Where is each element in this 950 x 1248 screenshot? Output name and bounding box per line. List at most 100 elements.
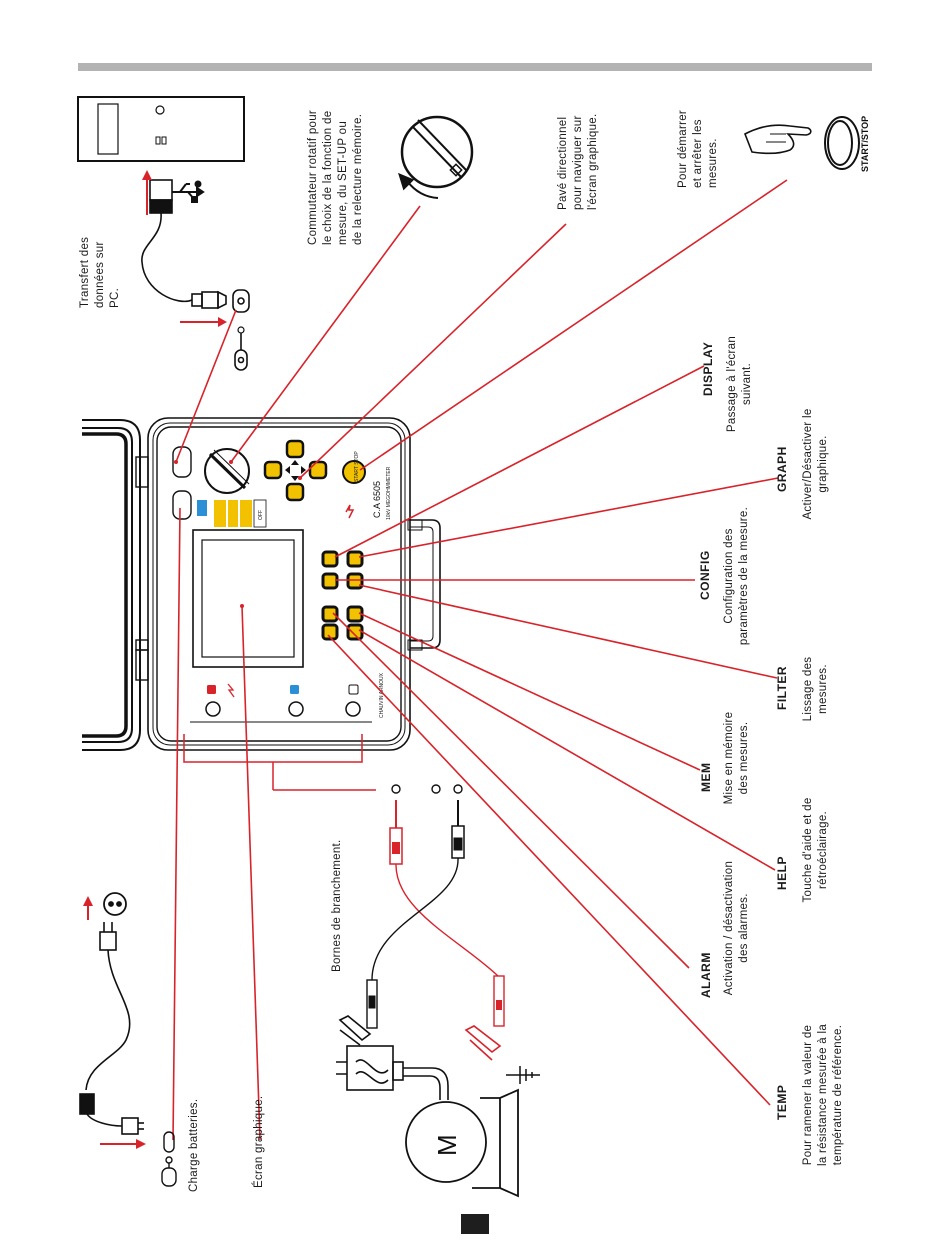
- callout-line-battery: [172, 507, 181, 1141]
- key-help: [346, 623, 364, 641]
- terminal-plus: [288, 701, 304, 717]
- device-start-stop-badge: START STOP: [354, 451, 360, 482]
- crocodile-clip-icon: [338, 1015, 502, 1061]
- transfer-text-line-3: PC.: [109, 288, 121, 308]
- temp-title: TEMP: [775, 1085, 789, 1120]
- rotary-text-line-2: le choix de la fonction de: [322, 111, 334, 245]
- alarm-title: ALARM: [699, 952, 713, 998]
- device-model-sub: 10kV MEGOHMMETER: [386, 466, 392, 520]
- power-plug-icon: [79, 922, 144, 1135]
- transfer-text-line-2: données sur: [94, 241, 106, 308]
- display-text-line-1: Passage à l'écran: [726, 336, 738, 432]
- temp-text-line-1: Pour ramener la valeur de: [802, 1025, 814, 1165]
- usb-icon: [172, 180, 205, 203]
- callout-lines: [172, 179, 788, 1141]
- help-text-line-2: rétroéclairage.: [817, 811, 829, 889]
- startstop-text-line-3: mesures.: [707, 138, 719, 188]
- rotary-text-line-4: de la relecture mémoire.: [352, 114, 364, 245]
- filter-text-line-2: mesures.: [817, 664, 829, 714]
- dial-range-labels: [214, 499, 267, 528]
- temp-text-line-2: la résistance mesurée à la: [817, 1024, 829, 1166]
- terminals-bracket: [183, 734, 363, 763]
- filter-title: FILTER: [775, 666, 789, 710]
- callout-line-screen: [241, 605, 261, 1141]
- pad-text-line-1: Pavé directionnel: [557, 117, 569, 210]
- key-graph: [346, 550, 364, 568]
- brand-logo: CHAUVIN ARNOUX: [379, 672, 385, 718]
- startstop-text-line-2: et arrêter les: [692, 119, 704, 188]
- ground-icon: [506, 1066, 540, 1084]
- graph-text-line-2: graphique.: [817, 435, 829, 492]
- black-test-lead: [366, 800, 465, 1029]
- battery-text: Charge batteries.: [188, 1099, 200, 1192]
- screen-text: Écran graphique.: [252, 1096, 265, 1188]
- motor-icon: [405, 1088, 519, 1198]
- rotary-text-line-1: Commutateur rotatif pour: [307, 110, 319, 245]
- top-rule: [78, 63, 872, 71]
- instrument-case: [82, 417, 441, 751]
- device-model: C.A 6505: [372, 481, 382, 518]
- charge-connector-icon: [161, 1131, 177, 1187]
- callout-line-alarm: [332, 612, 690, 969]
- pad-text-line-2: pour naviguer sur: [572, 115, 584, 210]
- usb-port-icon: [232, 289, 250, 371]
- help-title: HELP: [775, 856, 789, 890]
- filter-text-line-1: Lissage des: [802, 657, 814, 722]
- mem-text-line-1: Mise en mémoire: [723, 712, 735, 805]
- callout-line-help: [358, 629, 776, 871]
- display-text-line-2: suivant.: [741, 363, 753, 405]
- config-title: CONFIG: [698, 550, 712, 600]
- motor-label: M: [432, 1134, 462, 1156]
- motor-terminal-box: [336, 1045, 449, 1100]
- startstop-text-line-1: Pour démarrer: [677, 110, 689, 188]
- rotary-switch-icon: [398, 115, 474, 199]
- graph-text-line-1: Activer/Désactiver le: [802, 408, 814, 519]
- alarm-text-line-1: Activation / désactivation: [723, 861, 735, 995]
- callout-line-display: [334, 365, 705, 558]
- device-rotary-dial[interactable]: [204, 448, 250, 494]
- key-alarm: [321, 605, 339, 623]
- hand-icon: [743, 124, 812, 155]
- callout-line-filter: [358, 584, 778, 679]
- callout-line-mem: [358, 612, 701, 771]
- callout-line-graph: [358, 477, 779, 558]
- terminal-minus: [345, 701, 361, 717]
- mem-text-line-2: des mesures.: [738, 722, 750, 795]
- callout-line-usb: [175, 309, 237, 463]
- key-display: [321, 550, 339, 568]
- callout-line-rotary: [230, 205, 421, 463]
- terminal-guard: [205, 701, 221, 717]
- rotary-text-line-3: mesure, du SET-UP ou: [337, 121, 349, 245]
- wall-socket-icon: [103, 892, 127, 916]
- pad-text-line-3: l'écran graphique.: [587, 114, 599, 210]
- mem-title: MEM: [699, 763, 713, 793]
- config-text-line-2: paramètres de la mesure.: [738, 507, 750, 645]
- start-stop-icon-label: START/STOP: [860, 116, 870, 172]
- config-text-line-1: Configuration des: [723, 528, 735, 623]
- lead-connectors: [391, 784, 463, 794]
- pc-tower-icon: [77, 96, 245, 162]
- device-start-stop-button[interactable]: [342, 460, 366, 484]
- hazard-symbol: [345, 504, 355, 519]
- start-stop-button-icon: [824, 116, 860, 170]
- dial-off-label: OFF: [258, 510, 264, 520]
- callout-line-pad: [299, 223, 567, 479]
- dial-label-strip: [197, 500, 207, 516]
- direction-pad[interactable]: [263, 439, 328, 502]
- key-config: [321, 572, 339, 590]
- alarm-text-line-2: des alarmes.: [738, 893, 750, 962]
- page-tab: [461, 1214, 489, 1234]
- function-keys[interactable]: [321, 550, 364, 641]
- callout-line-temp: [327, 634, 771, 1106]
- usb-cable: [141, 179, 227, 310]
- red-test-lead: [389, 800, 505, 1027]
- terminals-text: Bornes de branchement.: [331, 839, 343, 972]
- callout-line-startstop: [359, 179, 788, 471]
- key-temp: [321, 623, 339, 641]
- display-title: DISPLAY: [701, 342, 715, 396]
- key-filter: [346, 572, 364, 590]
- graph-title: GRAPH: [775, 446, 789, 492]
- transfer-text-line-1: Transfert des: [79, 237, 91, 308]
- temp-text-line-3: température de référence.: [832, 1025, 844, 1165]
